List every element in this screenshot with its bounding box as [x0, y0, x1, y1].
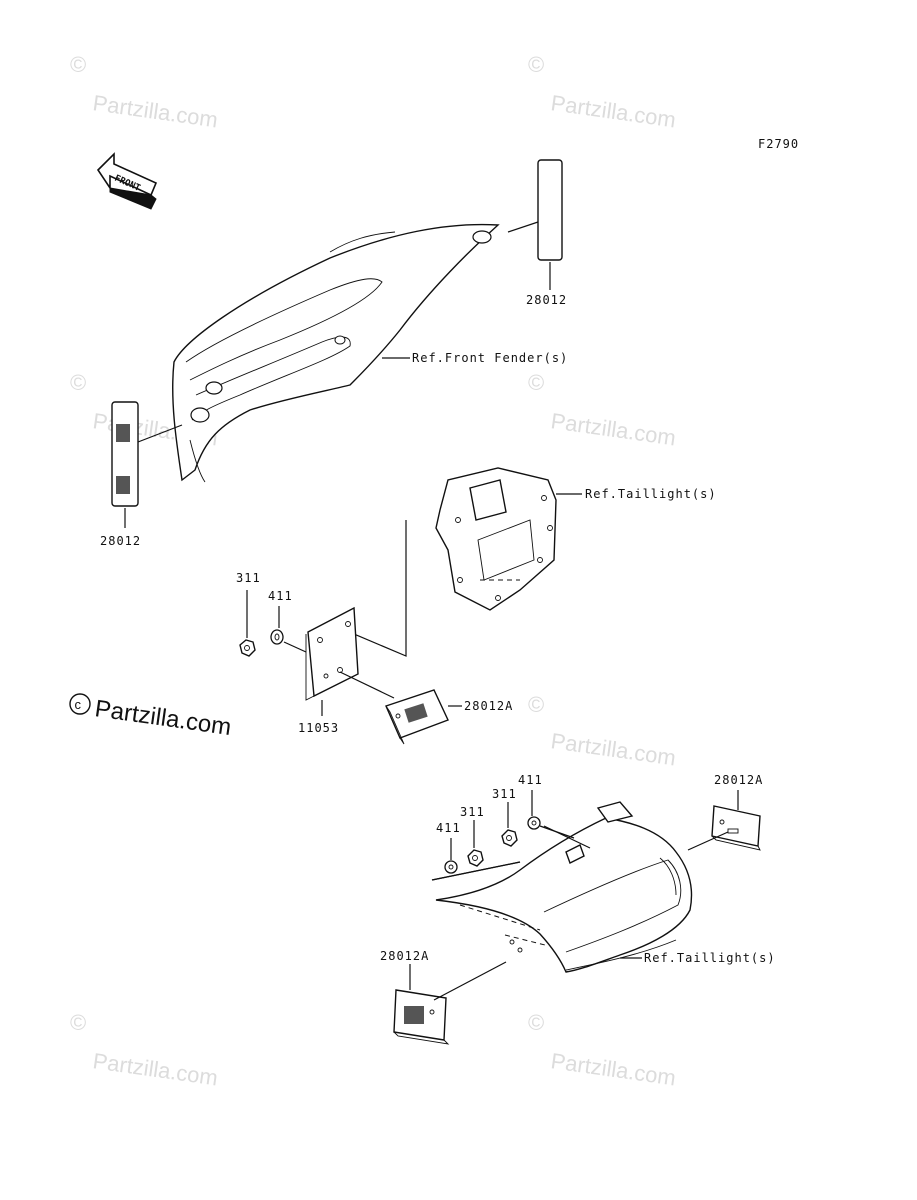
watermark-copyright-symbol: ©: [70, 52, 86, 77]
watermark-copyright-symbol: ©: [528, 692, 544, 717]
front-fender: [172, 223, 500, 483]
nut-311-lower-left: [467, 820, 484, 867]
label-ref-front-fender: Ref.Front Fender(s): [412, 351, 568, 365]
reflector-28012a-right: [687, 790, 761, 851]
front-arrow-icon: FRONT: [96, 152, 158, 210]
label-311-lower-right: 311: [492, 787, 517, 801]
watermark-text: Partzilla.com: [91, 90, 219, 132]
label-411-lower-right: 411: [518, 773, 543, 787]
figure-code: F2790: [758, 137, 799, 151]
copyright-circle-icon: [69, 693, 91, 715]
main-watermark: c Partzilla.com: [69, 693, 233, 741]
reflector-28012-left: [111, 401, 183, 528]
taillight-housing-lower: [431, 801, 693, 973]
watermark-copyright-symbol: ©: [70, 1010, 86, 1035]
watermark-text: Partzilla.com: [549, 408, 677, 450]
reflector-28012a-lower: [393, 961, 507, 1045]
taillight-bracket-upper: [435, 467, 557, 611]
label-11053: 11053: [298, 721, 339, 735]
watermark-copyright-symbol: ©: [528, 370, 544, 395]
label-ref-taillight-1: Ref.Taillight(s): [585, 487, 717, 501]
label-28012a-middle: 28012A: [464, 699, 513, 713]
svg-text:c: c: [75, 697, 82, 712]
nut-311-upper: [239, 590, 256, 657]
washer-411-upper: [270, 606, 307, 653]
nut-311-lower-right: [501, 802, 518, 847]
watermark-copyright-symbol: ©: [528, 52, 544, 77]
watermark-text: Partzilla.com: [549, 728, 677, 770]
watermark-text: Partzilla.com: [549, 90, 677, 132]
watermark-copyright-symbol: ©: [70, 370, 86, 395]
label-28012-left: 28012: [100, 534, 141, 548]
label-411-upper: 411: [268, 589, 293, 603]
watermark-copyright-symbol: ©: [528, 1010, 544, 1035]
label-311-upper: 311: [236, 571, 261, 585]
watermark-text: Partzilla.com: [549, 1048, 677, 1090]
reflector-28012-top: [507, 159, 563, 290]
label-28012-top: 28012: [526, 293, 567, 307]
washer-411-lower-right: [527, 790, 575, 839]
label-311-lower-left: 311: [460, 805, 485, 819]
main-watermark-text: Partzilla.com: [93, 695, 233, 741]
washer-411-lower-left: [444, 838, 458, 874]
label-28012a-lower: 28012A: [380, 949, 429, 963]
label-28012a-right: 28012A: [714, 773, 763, 787]
plate-11053: [305, 606, 395, 716]
reflector-28012a-middle: [385, 689, 462, 745]
label-411-lower-left: 411: [436, 821, 461, 835]
label-ref-taillight-2: Ref.Taillight(s): [644, 951, 776, 965]
watermark-text: Partzilla.com: [91, 1048, 219, 1090]
